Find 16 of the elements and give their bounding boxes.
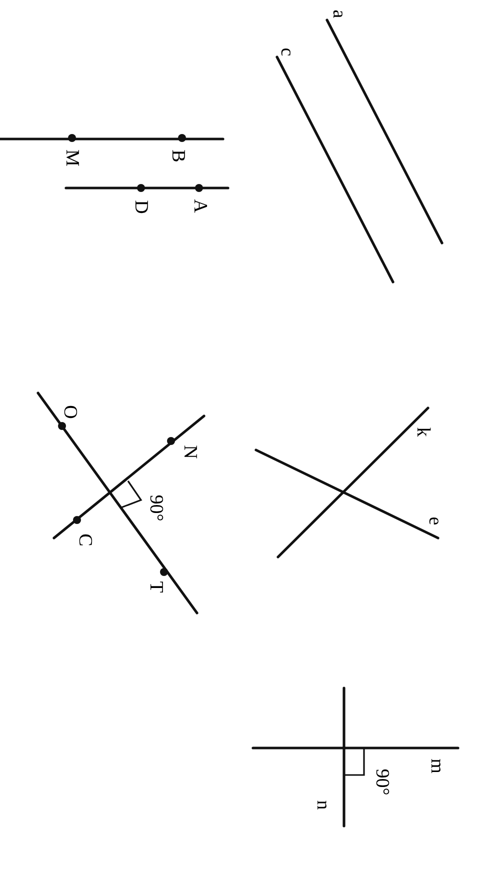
point-label: m [428,758,446,774]
point-label: T [146,581,166,593]
point-label: D [132,200,150,214]
point-label: B [168,150,188,162]
point-label: e [426,516,444,526]
point-label: M [62,150,82,166]
point-label: O [60,405,80,419]
point-label: 90° [372,768,392,796]
point-label: A [190,199,210,213]
point-label: n [314,800,332,810]
point-label: 90° [146,494,166,522]
point-label: c [278,48,296,56]
point-label: a [330,10,348,18]
point-label: C [76,534,94,546]
point-label: k [414,427,432,437]
point-label: N [180,445,200,459]
